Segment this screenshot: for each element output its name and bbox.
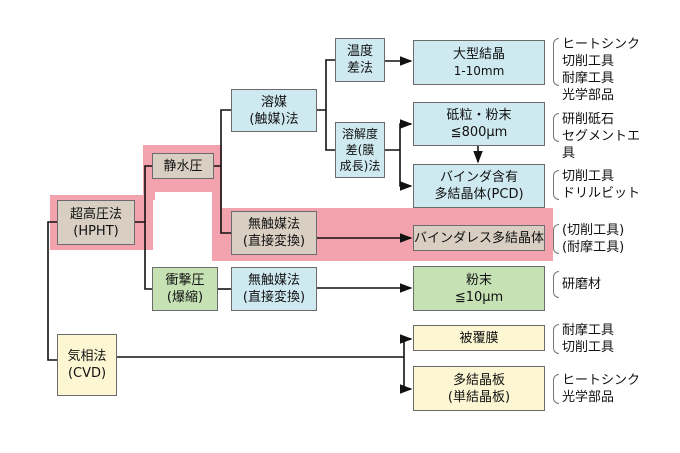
use-item: (耐摩工具): [562, 240, 625, 255]
node-label: 無触媒法: [247, 217, 300, 232]
node-label: 溶媒: [260, 94, 287, 110]
line-solvent: [317, 59, 335, 151]
node-label: 1-10mm: [453, 63, 505, 78]
node-label: (爆縮): [166, 290, 204, 305]
use-item: ヒートシンク: [562, 37, 641, 52]
node-label: (直接変換): [242, 290, 306, 305]
use-item: 切削工具: [562, 54, 615, 69]
node-label: ≦10μm: [454, 289, 504, 305]
uses-coating: 耐摩工具切削工具: [553, 322, 614, 356]
node-label: 多結晶板: [452, 372, 505, 388]
line-soldiff: [385, 123, 411, 186]
use-item: 切削工具: [562, 340, 615, 355]
line-root: [47, 221, 57, 361]
node-label: 多結晶体(PCD): [434, 187, 524, 202]
node-label: (単結晶板): [447, 389, 511, 405]
use-item: 光学部品: [562, 88, 615, 103]
node-shock-pressure: 衝撃圧 (爆縮): [152, 267, 218, 311]
node-grit-powder: 砥粒・粉末 ≦800μm: [413, 102, 545, 146]
node-hpht: 超高圧法(HPHT): [57, 200, 135, 245]
uses-large-crystal: ヒートシンク切削工具耐摩工具光学部品: [553, 36, 640, 104]
node-noncatalyst-shock: 無触媒法 (直接変換): [231, 267, 317, 311]
brace-icon: [553, 271, 559, 298]
use-item: 光学部品: [562, 390, 615, 405]
use-item: ドリルビット: [562, 186, 641, 201]
node-label: 無触媒法: [247, 273, 300, 288]
use-item: (切削工具): [562, 223, 625, 238]
node-polycrystal-plate: 多結晶板(単結晶板): [413, 366, 545, 411]
node-label: 砥粒・粉末: [446, 108, 512, 123]
brace-icon: [553, 374, 559, 404]
uses-powder: 研磨材: [553, 271, 602, 298]
node-label: 大型結晶: [452, 46, 505, 62]
node-label: バインダ含有: [439, 170, 518, 185]
node-static-pressure: 静水圧: [152, 153, 214, 179]
node-solvent-method: 溶媒(触媒)法: [231, 89, 317, 132]
brace-icon: [553, 170, 559, 200]
node-pcd: バインダ含有多結晶体(PCD): [413, 164, 545, 208]
node-label: 差(膜: [345, 143, 375, 157]
uses-plate: ヒートシンク光学部品: [553, 372, 640, 406]
node-label: 粉末: [465, 272, 492, 288]
node-temperature-difference: 温度差法: [335, 38, 385, 82]
use-item: 研削砥石: [562, 112, 615, 127]
use-item: 具: [562, 146, 576, 161]
node-label: バインダレス多結晶体: [414, 230, 545, 246]
node-label: (触媒)法: [249, 111, 299, 127]
node-label: (直接変換): [242, 234, 306, 249]
node-label: (HPHT): [73, 223, 119, 239]
highlight-connector: [143, 190, 155, 200]
line-hpht: [135, 165, 152, 290]
use-item: 切削工具: [562, 169, 615, 184]
use-item: セグメントエ: [562, 129, 641, 144]
brace-icon: [553, 38, 559, 86]
uses-binderless: (切削工具) (耐摩工具): [553, 222, 624, 256]
brace-icon: [553, 324, 559, 354]
node-fine-powder: 粉末≦10μm: [413, 266, 545, 311]
use-item: 研磨材: [562, 277, 602, 292]
highlight-connector-2: [212, 190, 222, 210]
brace-icon: [553, 113, 559, 142]
node-binderless: バインダレス多結晶体: [413, 225, 545, 251]
use-item: 耐摩工具: [562, 71, 615, 86]
node-label: 差法: [346, 61, 373, 76]
use-item: ヒートシンク: [562, 373, 641, 388]
node-noncatalyst: 無触媒法 (直接変換): [231, 211, 317, 255]
node-label: 超高圧法: [69, 206, 122, 222]
line-static: [214, 109, 231, 234]
node-label: 気相法: [67, 349, 107, 364]
use-item: 耐摩工具: [562, 323, 615, 338]
node-label: 静水圧: [163, 158, 203, 174]
node-label: 溶解度: [341, 127, 378, 141]
uses-pcd: 切削工具ドリルビット: [553, 168, 640, 202]
node-label: 成長)法: [339, 159, 381, 173]
node-label: 衝撃圧: [165, 273, 205, 288]
brace-icon: [553, 224, 559, 254]
node-label: ≦800μm: [450, 125, 508, 140]
node-cvd: 気相法 (CVD): [57, 334, 117, 396]
line-cvd: [117, 338, 411, 389]
node-label: (CVD): [67, 366, 107, 381]
node-label: 温度: [346, 44, 373, 59]
uses-grit: 研削砥石セグメントエ具: [553, 111, 640, 162]
node-solubility-difference: 溶解度差(膜成長)法: [335, 122, 385, 178]
node-label: 被覆膜: [459, 330, 499, 346]
node-coating: 被覆膜: [413, 325, 545, 351]
